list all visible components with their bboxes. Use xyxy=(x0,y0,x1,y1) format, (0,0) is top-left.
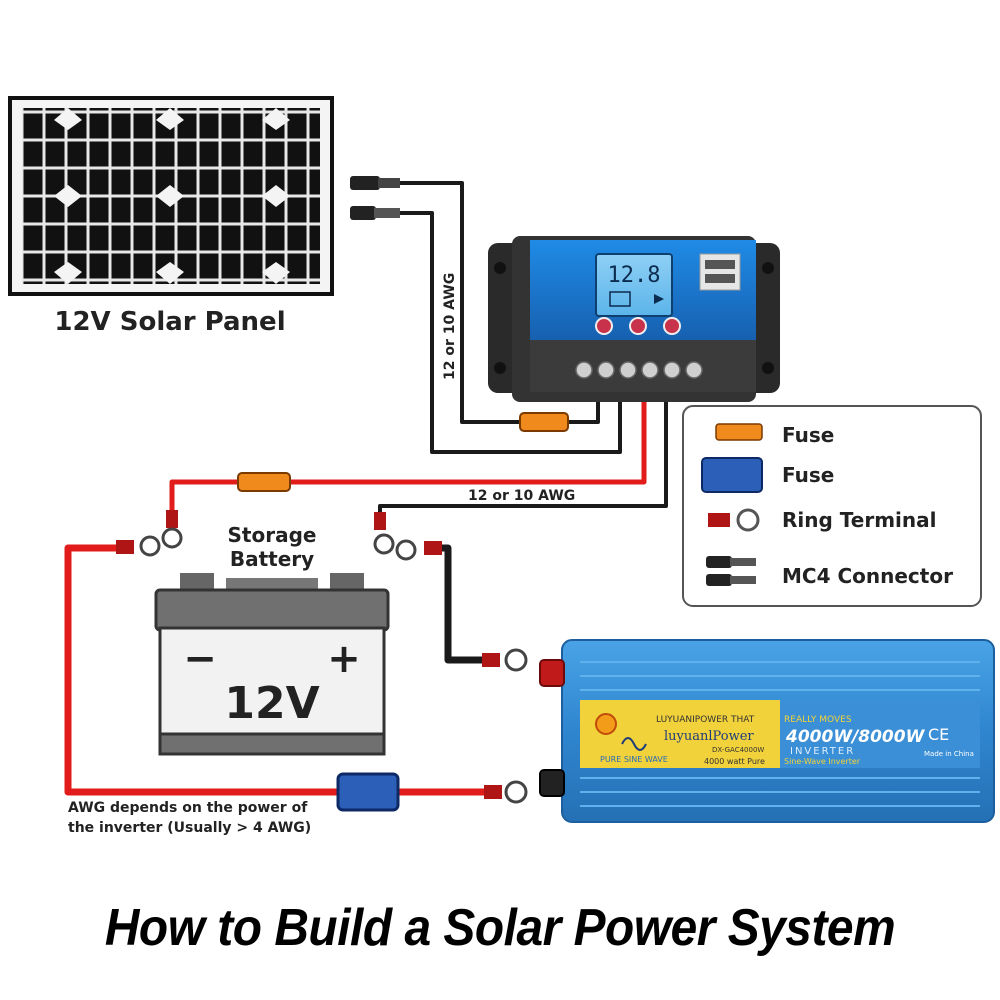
power-inverter: LUYUANIPOWER THAT REALLY MOVES luyuanlPo… xyxy=(539,639,995,823)
orange-fuse-icon xyxy=(715,423,763,441)
positive-terminal xyxy=(539,659,565,687)
battery-subtitle: Battery xyxy=(230,547,314,571)
mc4-connector-icon xyxy=(706,556,756,586)
inverter-awg-note-line2: the inverter (Usually > 4 AWG) xyxy=(68,820,311,836)
legend-label: Ring Terminal xyxy=(782,508,936,532)
awg-label-horizontal: 12 or 10 AWG xyxy=(468,488,575,504)
awg-label-vertical: 12 or 10 AWG xyxy=(442,273,458,380)
page-title: How to Build a Solar Power System xyxy=(104,899,896,957)
ring-terminal-icon xyxy=(116,510,528,804)
slogan-text: REALLY MOVES xyxy=(784,715,852,725)
battery-negative-sign: − xyxy=(183,636,217,682)
inverter-type: INVERTER xyxy=(790,746,855,757)
negative-terminal xyxy=(539,769,565,797)
solar-panel xyxy=(8,96,334,296)
model-number: DX-GAC4000W xyxy=(712,746,764,754)
storage-battery: − + 12V xyxy=(154,573,390,756)
orange-fuse-icon xyxy=(519,412,569,432)
controller-button[interactable] xyxy=(629,317,647,335)
ce-mark: CE xyxy=(928,725,949,744)
power-rating: 4000W/8000W xyxy=(785,727,926,747)
controller-button[interactable] xyxy=(595,317,613,335)
legend-label: MC4 Connector xyxy=(782,564,953,588)
charge-controller: 12.8 xyxy=(488,236,780,402)
mc4-connector-icon xyxy=(350,176,400,220)
brand-name: luyuanlPower xyxy=(664,729,754,744)
legend: Fuse Fuse Ring Terminal MC4 Connector xyxy=(682,405,982,607)
battery-title: Storage xyxy=(228,523,317,547)
ring-terminal-icon xyxy=(708,508,760,532)
battery-voltage: 12V xyxy=(224,678,319,729)
legend-label: Fuse xyxy=(782,423,834,447)
terminal-screws xyxy=(575,361,703,379)
wave-type: PURE SINE WAVE xyxy=(600,755,668,764)
battery-positive-sign: + xyxy=(327,636,361,682)
description-right: Sine-Wave Inverter xyxy=(784,757,861,766)
panel-label: 12V Solar Panel xyxy=(54,307,285,337)
usb-ports xyxy=(699,253,741,291)
made-in-label: Made in China xyxy=(924,750,974,758)
blue-fuse-icon xyxy=(701,457,763,493)
description-left: 4000 watt Pure xyxy=(704,757,765,766)
lcd-readout: 12.8 xyxy=(608,263,661,288)
brand-top-text: LUYUANIPOWER THAT xyxy=(656,715,755,725)
sine-wave-icon xyxy=(621,737,647,751)
blue-fuse-icon xyxy=(336,772,400,812)
legend-label: Fuse xyxy=(782,463,834,487)
controller-button[interactable] xyxy=(663,317,681,335)
orange-fuse-icon xyxy=(237,472,291,492)
brand-logo-icon xyxy=(595,713,617,735)
inverter-awg-note-line1: AWG depends on the power of xyxy=(68,800,308,816)
